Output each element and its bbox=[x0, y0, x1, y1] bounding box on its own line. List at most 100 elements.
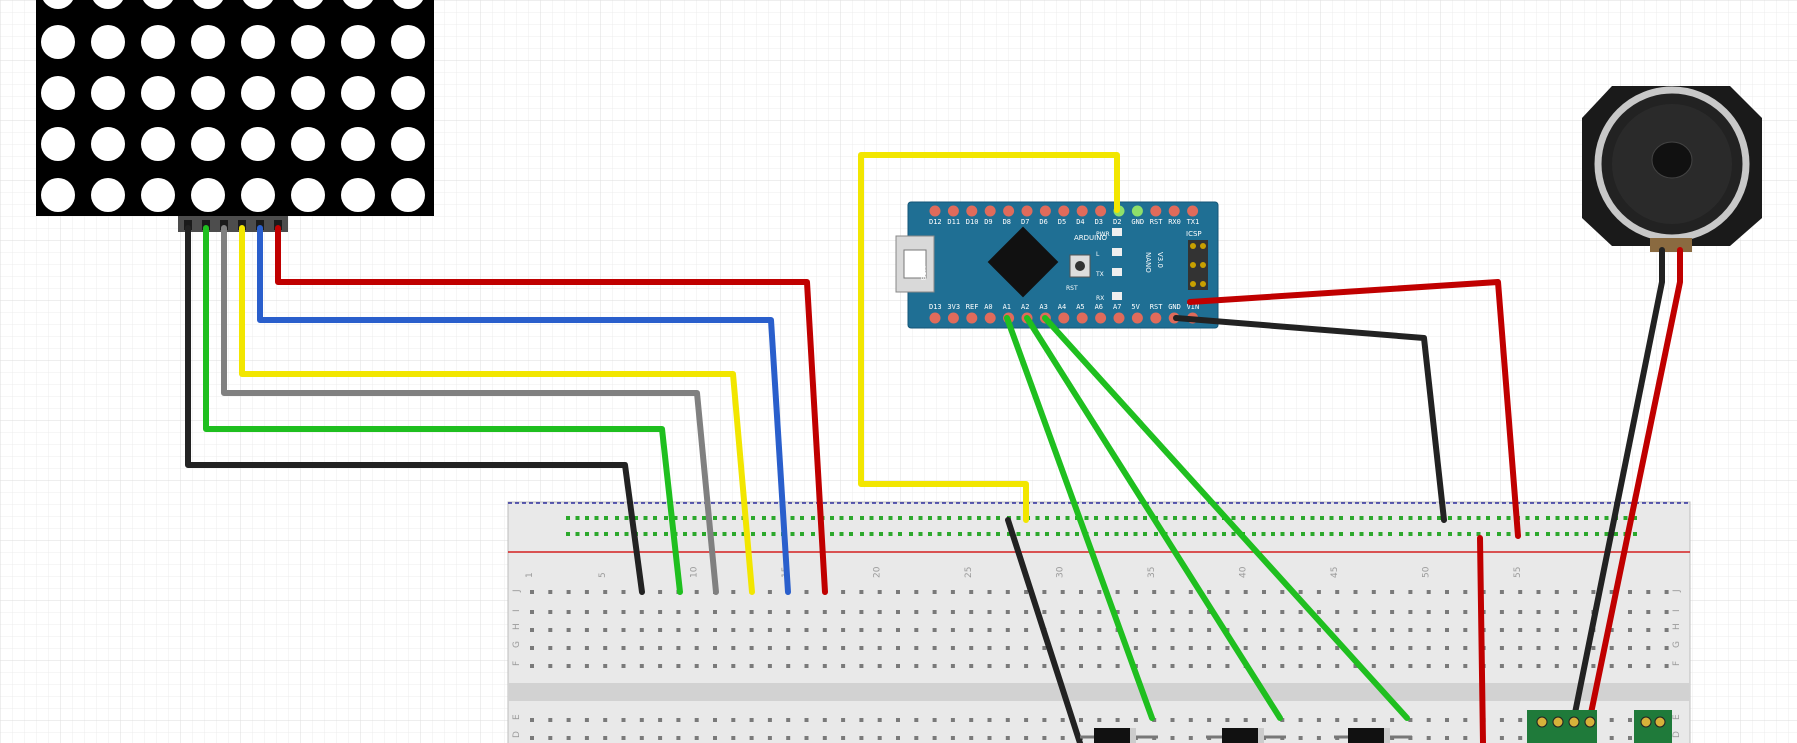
led-matrix-dot bbox=[393, 0, 423, 9]
breadboard-hole bbox=[575, 516, 580, 520]
breadboard-hole bbox=[1463, 590, 1468, 594]
breadboard-hole bbox=[1499, 718, 1504, 722]
breadboard-hole bbox=[1664, 610, 1669, 614]
breadboard-hole bbox=[767, 590, 772, 594]
nano-pin-bottom bbox=[1150, 312, 1162, 324]
breadboard-hole bbox=[1390, 718, 1395, 722]
breadboard-hole bbox=[1408, 532, 1413, 536]
breadboard-hole bbox=[639, 664, 644, 668]
breadboard-hole bbox=[1024, 664, 1029, 668]
breadboard-hole bbox=[1188, 664, 1193, 668]
breadboard-hole bbox=[713, 628, 717, 632]
breadboard-hole bbox=[1353, 718, 1358, 722]
led-matrix-dot bbox=[291, 178, 325, 212]
breadboard-hole bbox=[879, 532, 883, 536]
breadboard-hole bbox=[947, 516, 951, 520]
breadboard-hole bbox=[841, 664, 846, 668]
breadboard-column-number: 55 bbox=[1513, 567, 1523, 578]
breadboard-hole bbox=[1056, 532, 1060, 536]
breadboard-hole bbox=[713, 664, 717, 668]
breadboard-hole bbox=[702, 516, 706, 520]
breadboard-hole bbox=[1565, 516, 1569, 520]
breadboard-hole bbox=[1628, 590, 1632, 594]
breadboard-hole bbox=[1546, 532, 1550, 536]
breadboard-hole bbox=[1212, 516, 1217, 520]
breadboard-hole bbox=[1518, 590, 1523, 594]
breadboard-hole bbox=[702, 532, 706, 536]
breadboard-hole bbox=[1339, 532, 1343, 536]
breadboard-hole bbox=[950, 590, 955, 594]
nano-pin-label-top: D11 bbox=[947, 218, 960, 226]
nano-pin-label-top: GND bbox=[1131, 218, 1144, 226]
breadboard-hole bbox=[967, 516, 972, 520]
led-matrix-dot bbox=[391, 127, 425, 161]
breadboard-hole bbox=[918, 532, 923, 536]
breadboard-hole bbox=[1574, 516, 1579, 520]
breadboard-hole bbox=[1316, 610, 1321, 614]
breadboard-hole bbox=[1243, 646, 1248, 650]
breadboard-hole bbox=[1170, 590, 1175, 594]
led-matrix-dot bbox=[341, 25, 375, 59]
breadboard-hole bbox=[1399, 516, 1403, 520]
breadboard-hole bbox=[1595, 516, 1599, 520]
breadboard-hole bbox=[731, 628, 736, 632]
breadboard-hole bbox=[877, 590, 882, 594]
breadboard-hole bbox=[1497, 516, 1501, 520]
breadboard-hole bbox=[969, 718, 974, 722]
breadboard-hole bbox=[896, 610, 900, 614]
breadboard-hole bbox=[1173, 532, 1177, 536]
breadboard-hole bbox=[653, 516, 657, 520]
breadboard-hole bbox=[786, 664, 791, 668]
breadboard-hole bbox=[1426, 664, 1431, 668]
breadboard-hole bbox=[1335, 590, 1340, 594]
breadboard-hole bbox=[1408, 516, 1413, 520]
breadboard-hole bbox=[1182, 532, 1187, 536]
breadboard-hole bbox=[639, 718, 644, 722]
breadboard-column-number: 25 bbox=[964, 567, 974, 578]
breadboard-hole bbox=[1628, 664, 1632, 668]
breadboard-hole bbox=[584, 628, 589, 632]
breadboard-hole bbox=[1604, 532, 1609, 536]
nano-pin-label-bottom: VIN bbox=[1187, 303, 1200, 311]
nano-pin-label-top: RST bbox=[1150, 218, 1163, 226]
wire-gray-matrix bbox=[221, 225, 719, 595]
breadboard-hole bbox=[1188, 610, 1193, 614]
nano-pin-top bbox=[1131, 205, 1143, 217]
breadboard-hole bbox=[786, 628, 791, 632]
breadboard-hole bbox=[1170, 718, 1175, 722]
breadboard-hole bbox=[1467, 532, 1471, 536]
microcontroller-chip bbox=[987, 226, 1059, 298]
breadboard-hole bbox=[1024, 736, 1029, 740]
wire-green-a3 bbox=[1042, 315, 1410, 721]
breadboard-row-letter: D bbox=[512, 731, 522, 738]
breadboard-hole bbox=[1280, 590, 1285, 594]
led-matrix-dot bbox=[291, 127, 325, 161]
nano-pin-top bbox=[966, 205, 978, 217]
breadboard-hole bbox=[1646, 610, 1651, 614]
breadboard-hole bbox=[767, 736, 772, 740]
breadboard-column-number: 10 bbox=[690, 566, 700, 578]
breadboard-hole bbox=[1097, 718, 1102, 722]
breadboard-hole bbox=[548, 664, 553, 668]
breadboard-hole bbox=[1203, 532, 1207, 536]
breadboard-hole bbox=[1133, 532, 1138, 536]
icsp-header bbox=[1188, 240, 1208, 290]
breadboard-hole bbox=[1152, 664, 1157, 668]
breadboard-hole bbox=[615, 516, 619, 520]
breadboard-hole bbox=[1170, 664, 1175, 668]
nano-pin-label-top: D10 bbox=[966, 218, 979, 226]
breadboard-hole bbox=[694, 590, 699, 594]
breadboard-hole bbox=[1536, 610, 1541, 614]
led-matrix-dot bbox=[241, 25, 275, 59]
led-matrix-dot bbox=[391, 178, 425, 212]
breadboard-hole bbox=[1573, 628, 1578, 632]
breadboard-hole bbox=[1369, 516, 1373, 520]
breadboard-hole bbox=[950, 664, 955, 668]
breadboard-hole bbox=[1225, 590, 1230, 594]
diode-icon bbox=[1206, 728, 1286, 743]
breadboard-hole bbox=[1518, 664, 1523, 668]
breadboard-hole bbox=[1518, 610, 1523, 614]
led-matrix-dot bbox=[191, 76, 225, 110]
breadboard-hole bbox=[749, 664, 754, 668]
